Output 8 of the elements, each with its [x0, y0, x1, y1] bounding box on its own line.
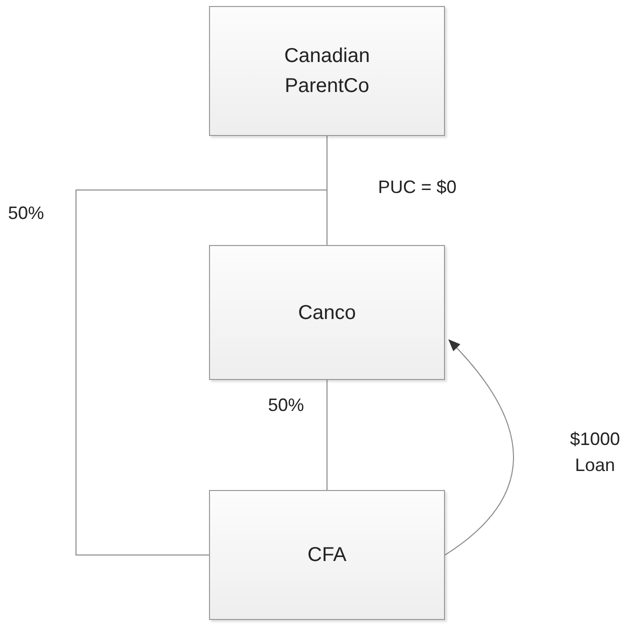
- box-label: Canadian ParentCo: [283, 44, 371, 99]
- box-label: Canco: [298, 300, 356, 326]
- entity-box: [209, 490, 445, 620]
- box-label: CFA: [308, 543, 346, 568]
- connector-line: [326, 380, 328, 490]
- entity-box: [209, 245, 445, 380]
- entity-box: [209, 6, 445, 136]
- arrow: [444, 339, 514, 556]
